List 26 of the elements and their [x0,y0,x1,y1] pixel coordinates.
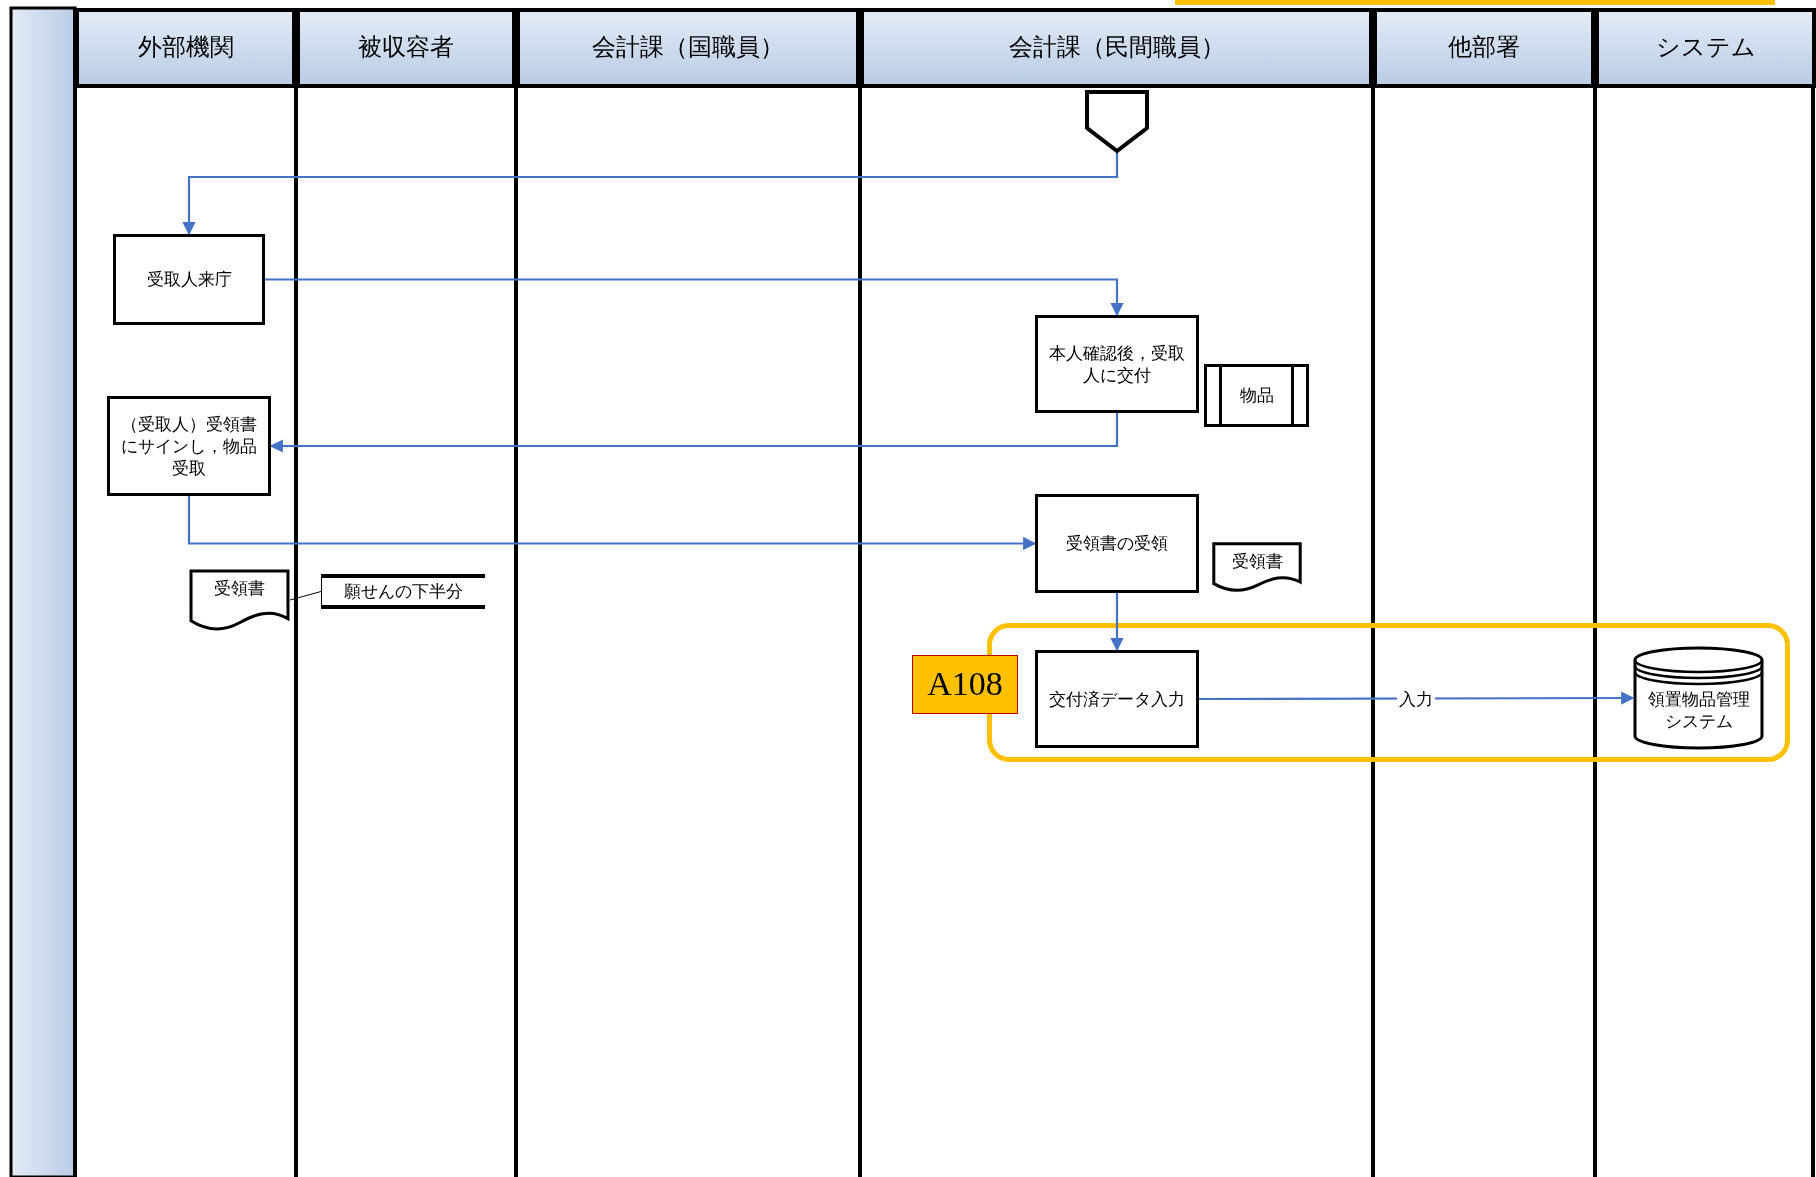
process-box: 本人確認後，受取人に交付 [1035,315,1199,413]
annotation-bracket: 願せんの下半分 [321,574,485,609]
arrow [269,413,1119,453]
lane-header: 会計課（民間職員） [860,8,1373,88]
process-box: 交付済データ入力 [1035,650,1199,748]
id-tag: A108 [912,655,1018,714]
document-shape: 受領書 [1212,542,1302,592]
process-box: 受領書の受領 [1035,494,1199,593]
predefined-process-box: 物品 [1204,364,1309,427]
lane-header: 外部機関 [75,8,296,88]
arrow [187,496,1037,551]
lane-header: 他部署 [1373,8,1595,88]
arrow [1199,691,1635,705]
arrow [1110,593,1124,652]
arrow [265,278,1124,317]
edge-label: 入力 [1397,687,1435,710]
offpage-connector [1085,90,1149,153]
arrow [182,153,1119,236]
process-box: 受取人来庁 [113,234,265,325]
lane-header: 被収容者 [296,8,516,88]
database-cylinder: 領置物品管理システム [1633,646,1764,750]
document-shape: 受領書 [189,569,290,631]
leader-line [289,591,322,601]
lane-header: システム [1595,8,1816,88]
process-box: （受取人）受領書にサインし，物品受取 [107,396,271,496]
lane-header: 会計課（国職員） [516,8,860,88]
